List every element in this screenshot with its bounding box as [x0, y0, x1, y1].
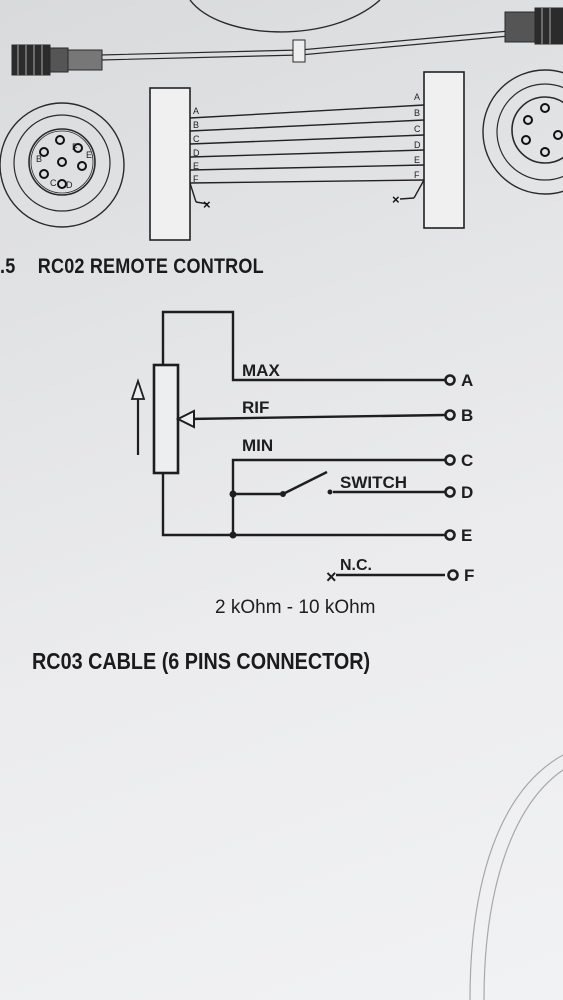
terminal-d [444, 486, 456, 498]
terminal-c [444, 454, 456, 466]
terminal-letter-c: C [461, 451, 473, 470]
terminal-letter-b: B [461, 406, 473, 425]
right-pin-letter: D [414, 140, 421, 150]
switch-contact [280, 491, 286, 497]
section-number: .5 [0, 255, 16, 278]
min-label: MIN [242, 436, 273, 455]
terminal-f [447, 569, 459, 581]
switch-label: SWITCH [340, 473, 407, 492]
left-connector-pin-label: F [72, 142, 78, 152]
left-connector-face: F E C D B [0, 102, 125, 228]
adjust-direction-arrow [130, 378, 146, 455]
terminal-letter-f: F [464, 566, 474, 585]
right-pin-letter: A [414, 92, 420, 102]
left-pin-block [149, 87, 191, 241]
pin-block-wiring: × × A B C D E F A B C D E F [149, 71, 465, 241]
terminal-b [444, 409, 456, 421]
nc-cross-mark: × [326, 567, 337, 587]
rc02-title-text: RC02 REMOTE CONTROL [37, 255, 264, 278]
rc03-section-title: RC03 CABLE (6 PINS CONNECTOR) [32, 648, 371, 674]
nc-label: N.C. [340, 557, 372, 574]
left-connector-pin-label: B [36, 154, 42, 164]
left-pin-letter: E [193, 161, 199, 171]
terminal-letter-a: A [461, 371, 473, 390]
left-connector-pin-label: C [50, 178, 57, 188]
right-pin-block [423, 71, 465, 229]
left-connector-pin-label: E [86, 150, 92, 160]
terminal-e [444, 529, 456, 541]
cable-illustration [11, 0, 563, 76]
right-nc-cross: × [392, 192, 400, 207]
left-connector-pin-label: D [66, 180, 73, 190]
left-pin-letter: C [193, 134, 200, 144]
left-pin-letter: A [193, 106, 199, 116]
left-pin-letter: B [193, 120, 199, 130]
wiper-arrow [175, 409, 195, 429]
left-pin-letter: F [193, 174, 199, 184]
potentiometer-body [152, 363, 180, 475]
right-pin-letter: B [414, 108, 420, 118]
rif-label: RIF [242, 398, 269, 417]
resistance-range-text: 2 kOhm - 10 kOhm [215, 597, 376, 618]
left-pin-letter: D [193, 148, 200, 158]
junction-dot [229, 490, 237, 498]
potentiometer-schematic [152, 310, 446, 577]
terminal-letter-d: D [461, 483, 473, 502]
junction-dot [229, 531, 237, 539]
terminal-letter-e: E [461, 526, 472, 545]
right-pin-letter: F [414, 170, 420, 180]
right-pin-letter: C [414, 124, 421, 134]
left-nc-cross: × [203, 197, 211, 212]
right-pin-letter: E [414, 155, 420, 165]
terminal-group [444, 374, 459, 581]
terminal-a [444, 374, 456, 386]
right-connector-face [482, 69, 563, 195]
switch-contact [327, 489, 333, 495]
background-cable-coil [469, 754, 563, 1000]
rc02-section-title: .5 RC02 REMOTE CONTROL [0, 255, 264, 279]
max-label: MAX [242, 361, 280, 380]
